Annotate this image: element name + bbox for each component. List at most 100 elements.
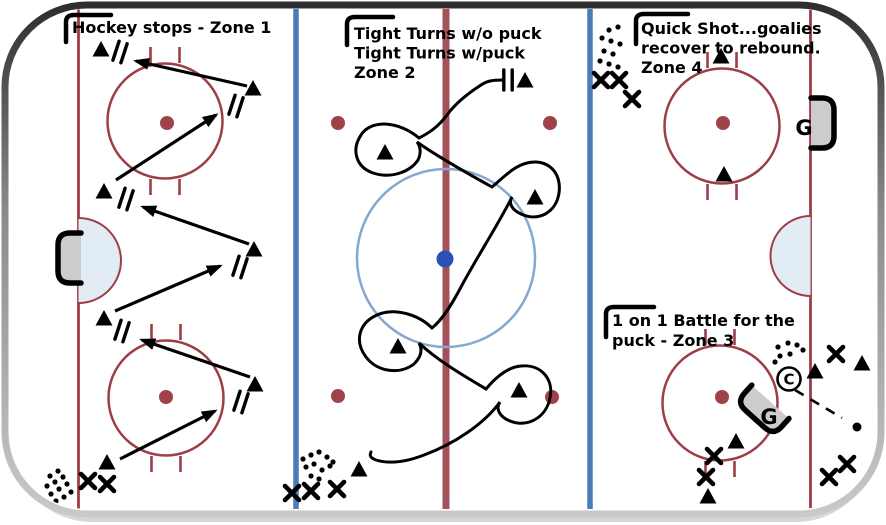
goal-net-outline bbox=[808, 95, 837, 151]
label-bracket bbox=[63, 12, 114, 45]
faceoff-circle bbox=[106, 47, 224, 195]
puck-dot bbox=[601, 48, 607, 54]
goal-net-outline bbox=[737, 382, 792, 435]
skating-path bbox=[354, 78, 561, 464]
skating-arrow bbox=[140, 205, 250, 246]
stop-mark bbox=[113, 318, 131, 344]
player-triangle bbox=[516, 72, 534, 88]
x-mark-stroke bbox=[609, 70, 629, 90]
stop-mark-bar bbox=[239, 257, 249, 280]
puck-dot bbox=[330, 459, 336, 465]
player-triangle bbox=[389, 338, 407, 354]
stop-mark bbox=[227, 93, 245, 119]
player-triangle bbox=[712, 48, 730, 64]
puck-dot bbox=[597, 58, 603, 64]
stop-mark-bar bbox=[117, 186, 127, 209]
puck-dot bbox=[60, 474, 66, 480]
x-mark-stroke bbox=[591, 70, 611, 90]
player-triangle bbox=[95, 183, 113, 199]
puck-dot bbox=[599, 35, 605, 41]
stop-mark-bar bbox=[121, 321, 131, 344]
stop-mark-bar bbox=[231, 254, 241, 277]
center-circle bbox=[355, 167, 537, 349]
player-triangle bbox=[727, 433, 745, 449]
stop-mark-bar bbox=[235, 96, 245, 119]
goalie-label: G bbox=[795, 116, 812, 140]
loose-puck bbox=[852, 422, 862, 432]
coach-label: C bbox=[783, 371, 794, 389]
stop-mark bbox=[117, 186, 135, 212]
stop-mark-bar bbox=[240, 392, 250, 415]
neutral-faceoff-dot bbox=[331, 116, 345, 130]
stop-mark-bar bbox=[113, 318, 123, 341]
puck-dot bbox=[316, 449, 322, 455]
x-mark-stroke bbox=[837, 454, 857, 474]
puck-dot bbox=[777, 353, 783, 359]
goal-net bbox=[808, 95, 837, 151]
x-mark-stroke bbox=[327, 479, 347, 499]
x-mark bbox=[97, 474, 117, 494]
player-triangle bbox=[510, 382, 528, 398]
puck-dot bbox=[610, 51, 616, 57]
puck-dot bbox=[300, 456, 306, 462]
stop-mark bbox=[111, 39, 129, 65]
player-triangle bbox=[350, 461, 368, 477]
faceoff-circle-ring bbox=[106, 62, 224, 180]
x-mark bbox=[301, 481, 321, 501]
goal-net bbox=[737, 382, 792, 435]
stop-mark-bar bbox=[111, 39, 121, 62]
puck-dot bbox=[606, 61, 612, 67]
x-mark bbox=[78, 471, 98, 491]
puck-dot bbox=[606, 27, 612, 33]
player-triangle bbox=[92, 41, 110, 57]
stop-mark bbox=[502, 68, 514, 92]
center-ice-dot bbox=[436, 250, 454, 268]
x-mark-stroke bbox=[704, 446, 724, 466]
player-triangle bbox=[699, 488, 717, 504]
puck-dot bbox=[61, 494, 67, 500]
stop-mark bbox=[232, 389, 250, 415]
skating-arrow bbox=[139, 338, 251, 379]
puck-dot bbox=[308, 452, 314, 458]
skating-arrow bbox=[119, 409, 218, 461]
puck-dot bbox=[615, 24, 621, 30]
puck-dot bbox=[800, 347, 806, 353]
puck-dot bbox=[775, 344, 781, 350]
neutral-faceoff-dot bbox=[331, 389, 345, 403]
player-triangle bbox=[853, 355, 871, 371]
x-mark-stroke bbox=[826, 344, 846, 364]
puck-dot bbox=[785, 340, 791, 346]
skating-arrow bbox=[133, 58, 248, 88]
player-triangle bbox=[806, 363, 824, 379]
skating-arrow bbox=[114, 264, 223, 313]
player-triangle bbox=[526, 189, 544, 205]
x-mark bbox=[591, 70, 611, 90]
puck-dot bbox=[55, 468, 61, 474]
player-triangle bbox=[376, 144, 394, 160]
player-triangle bbox=[95, 310, 113, 326]
puck-dot bbox=[48, 491, 54, 497]
x-mark bbox=[704, 446, 724, 466]
puck-dot bbox=[615, 64, 621, 70]
faceoff-dot bbox=[716, 116, 730, 130]
player-triangle bbox=[244, 80, 262, 96]
goal-net bbox=[55, 230, 84, 286]
puck-dot bbox=[56, 486, 62, 492]
pass-dashed-line bbox=[794, 388, 843, 420]
faceoff-circle-ring bbox=[107, 339, 225, 457]
label-bracket bbox=[344, 14, 396, 48]
player-triangle bbox=[245, 241, 263, 257]
label-bracket bbox=[603, 304, 657, 340]
stop-mark-bar bbox=[232, 389, 242, 412]
x-mark bbox=[609, 70, 629, 90]
x-mark-stroke bbox=[282, 483, 302, 503]
puck-dot bbox=[319, 467, 325, 473]
puck-dot bbox=[47, 473, 53, 479]
neutral-faceoff-dot bbox=[543, 116, 557, 130]
player-triangle bbox=[246, 376, 264, 392]
puck-dot bbox=[52, 479, 58, 485]
